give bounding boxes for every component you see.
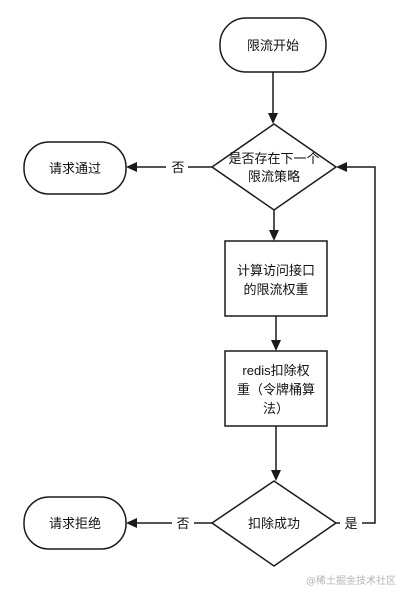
compute-label-line-2: 的限流权重 (243, 282, 308, 297)
edge-success-loop-back: 是 (336, 162, 376, 532)
reject-label-line-1: 请求拒绝 (49, 516, 101, 531)
edge-label-yes-loop: 是 (344, 516, 357, 531)
decision-next-strategy: 是否存在下一个 限流策略 (210, 123, 338, 211)
reject-node: 请求拒绝 (23, 496, 127, 550)
decision-success-label-line-1: 扣除成功 (248, 516, 300, 531)
watermark-text: @稀土掘金技术社区 (306, 574, 396, 587)
edge-label-bg-pass (166, 158, 188, 176)
decision-next-label-line-1: 是否存在下一个 (228, 151, 319, 166)
pass-label-line-1: 请求通过 (49, 161, 101, 176)
compute-weight-node: 计算访问接口 的限流权重 (224, 240, 328, 317)
edge-label-bg-yes (340, 514, 362, 532)
deduct-label-line-3: 法） (263, 401, 289, 416)
edge-compute-to-deduct (271, 316, 281, 351)
deduct-label-line-2: 重（令牌桶算 (237, 382, 315, 397)
decision-next-label-line-2: 限流策略 (248, 169, 300, 184)
edge-label-bg-reject (172, 514, 194, 532)
decision-deduct-success: 扣除成功 (210, 480, 338, 567)
edge-success-to-reject: 否 (126, 514, 212, 532)
start-label-line-1: 限流开始 (247, 38, 299, 53)
edge-label-no-pass: 否 (171, 160, 184, 175)
pass-node: 请求通过 (23, 141, 127, 195)
edge-label-no-reject: 否 (176, 516, 189, 531)
edge-decision-to-pass: 否 (126, 158, 212, 176)
edge-deduct-to-success (271, 426, 281, 481)
start-node: 限流开始 (219, 17, 327, 73)
compute-label-line-1: 计算访问接口 (237, 263, 315, 278)
deduct-label-line-1: redis扣除权 (242, 363, 309, 378)
redis-deduct-node: redis扣除权 重（令牌桶算 法） (224, 350, 328, 427)
edge-decision-to-compute (269, 210, 279, 241)
edge-start-to-decision (268, 72, 278, 124)
